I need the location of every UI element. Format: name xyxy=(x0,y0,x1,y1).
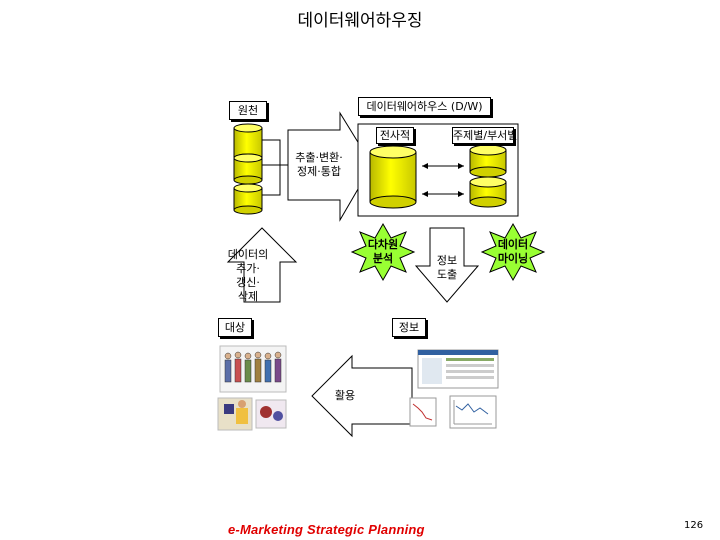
team-photo-icon xyxy=(255,399,287,429)
use-label: 활용 xyxy=(334,389,356,402)
derive-label: 정보 도출 xyxy=(436,254,458,281)
subject-db-2-icon xyxy=(469,176,507,208)
etl-label: 추출·변환· 정제·통합 xyxy=(295,151,343,178)
enterprise-db-icon xyxy=(369,145,417,209)
target-label: 대상 xyxy=(218,318,252,337)
olap-label: 다차원 분석 xyxy=(367,238,399,265)
olap-burst xyxy=(350,222,416,282)
page-title: 데이터웨어하우징 xyxy=(297,11,423,31)
subject-db-1-icon xyxy=(469,144,507,178)
footer-text: e-Marketing Strategic Planning xyxy=(228,522,425,537)
source-db-1-icon xyxy=(233,123,263,163)
source-connector xyxy=(262,139,281,196)
source-db-3-icon xyxy=(233,183,263,215)
etl-arrow xyxy=(287,111,373,222)
sync-arrows xyxy=(422,163,464,197)
report-screenshot-icon xyxy=(417,349,499,389)
dw-label: 데이터웨어하우스 (D/W) xyxy=(358,97,491,116)
mining-label: 데이터 마이닝 xyxy=(497,238,529,265)
update-label: 데이터의 추가· 갱신· 삭제 xyxy=(227,248,269,303)
subject-label: 주제별/부서별 xyxy=(452,127,518,144)
people-group-icon xyxy=(219,345,287,393)
use-arrow xyxy=(311,354,413,438)
trend-chart-icon xyxy=(449,395,497,429)
enterprise-label: 전사적 xyxy=(376,127,414,144)
source-db-2-icon xyxy=(233,153,263,185)
mining-burst xyxy=(480,222,546,282)
source-label: 원천 xyxy=(229,101,267,120)
page-number: 126 xyxy=(684,520,704,531)
info-label: 정보 xyxy=(392,318,426,337)
derive-arrow xyxy=(414,227,480,303)
chart-document-icon xyxy=(409,397,437,427)
people-photo-icon xyxy=(217,397,253,431)
update-arrow xyxy=(226,227,298,303)
